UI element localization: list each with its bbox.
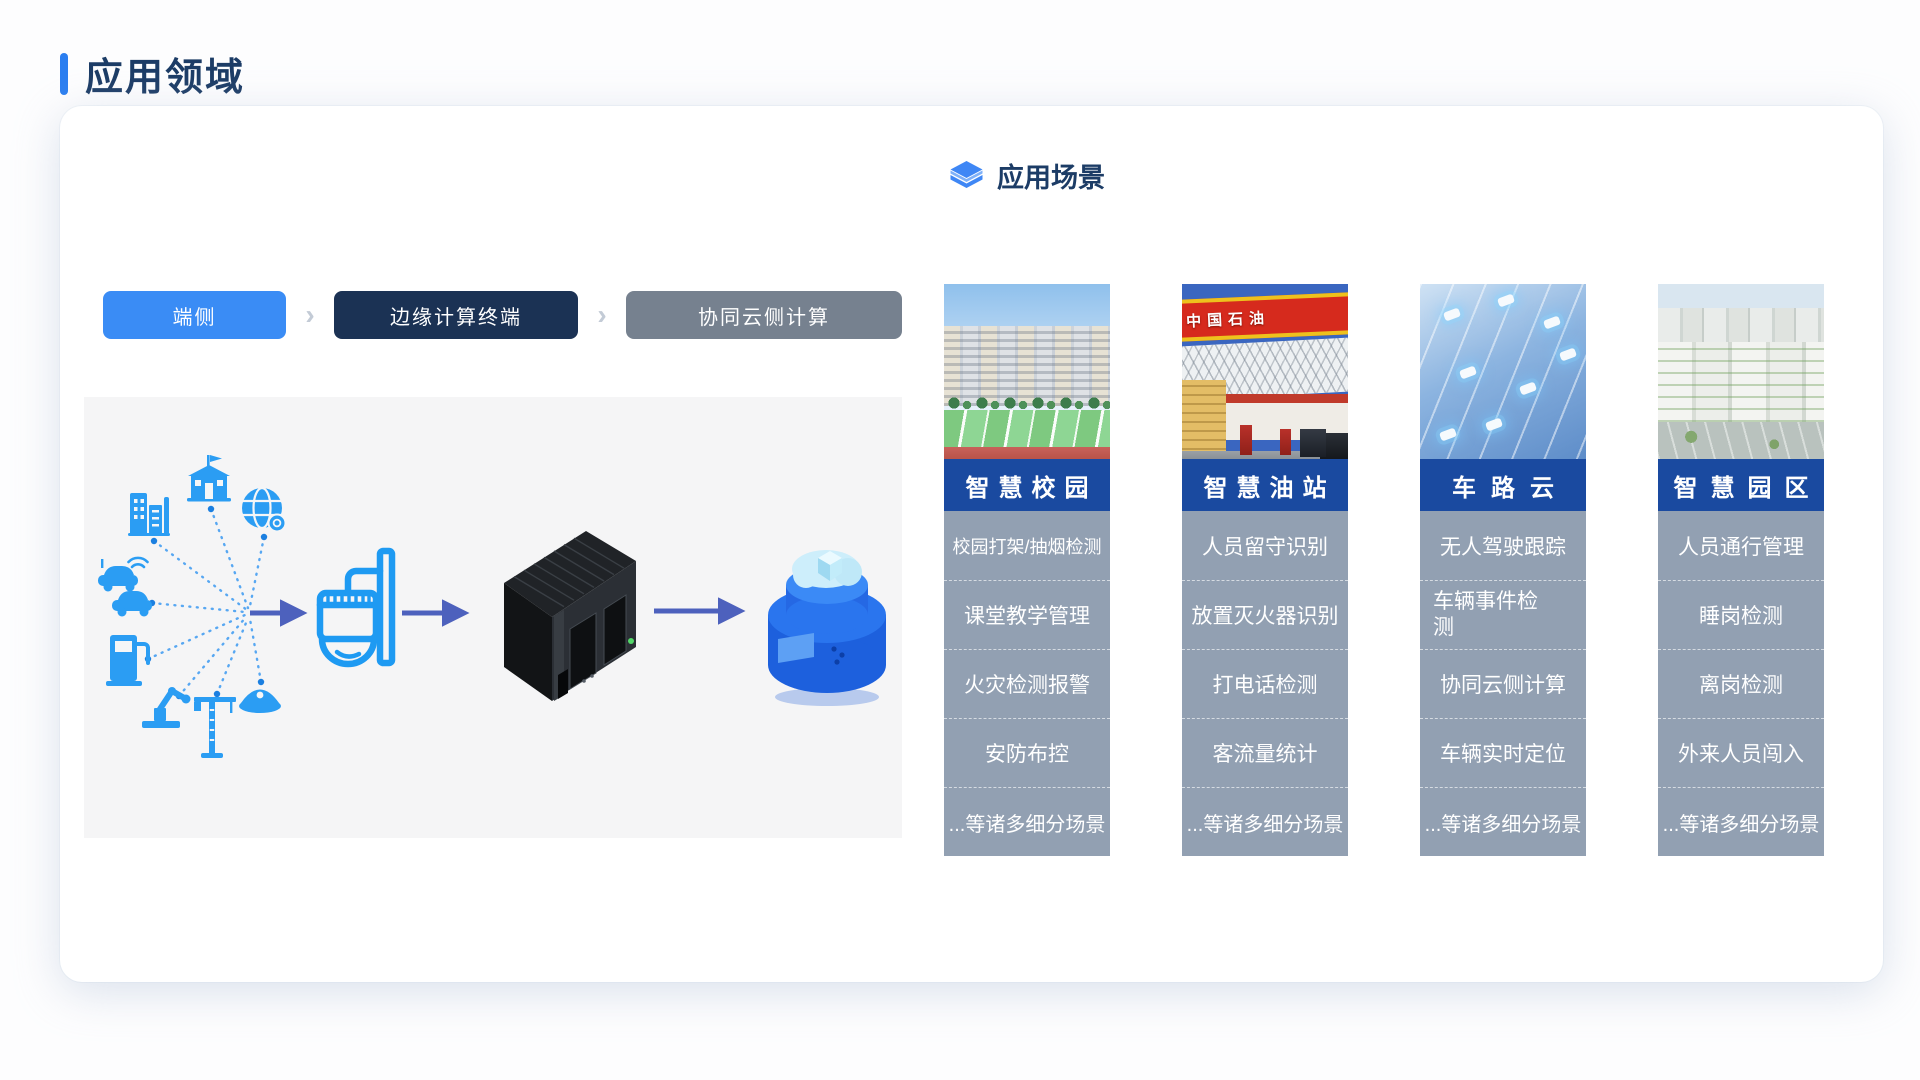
scenario-item: 课堂教学管理 [944,580,1110,649]
chevron-right-icon: › [305,299,315,330]
scenario-item: 车辆事件检测 [1420,580,1586,649]
scenario-item: 睡岗检测 [1658,580,1824,649]
scenario-item: 人员通行管理 [1678,535,1804,559]
gas-pump-icon [106,635,150,686]
scenario-item: 车辆实时定位 [1420,718,1586,787]
car-icon [112,591,152,617]
column-smart-campus: 智慧校园 校园打架/抽烟检测 课堂教学管理 火灾检测报警 安防布控 ...等诸多… [944,284,1110,856]
column-items: 校园打架/抽烟检测 课堂教学管理 火灾检测报警 安防布控 ...等诸多细分场景 [944,511,1110,856]
scenario-item: 外来人员闯入 [1658,718,1824,787]
pipeline-step-endside[interactable]: 端侧 [103,291,286,339]
scenario-item: ...等诸多细分场景 [944,787,1110,856]
column-title: 智慧油站 [1182,459,1348,511]
scenario-item: ...等诸多细分场景 [1182,787,1348,856]
column-items: 人员留守识别 放置灭火器识别 打电话检测 客流量统计 ...等诸多细分场景 [1182,511,1348,856]
column-title: 智慧园区 [1658,459,1824,511]
column-items: 人员通行管理 睡岗检测 离岗检测 外来人员闯入 ...等诸多细分场景 [1658,511,1824,856]
robot-arm-icon [142,687,191,728]
campus-photo [944,284,1110,459]
column-smart-gas-station: 中国石油 智慧油站 人员留守识别 放置灭火器识别 打电话检测 客流量统计 ...… [1182,284,1348,856]
page-title: 应用领域 [85,57,246,99]
scenario-item: 打电话检测 [1182,649,1348,718]
diagram-panel [84,397,902,838]
scenario-item: 无人驾驶跟踪 [1440,535,1566,559]
school-icon [187,455,231,502]
scenario-item: 火灾检测报警 [944,649,1110,718]
section-heading: 应用场景 [948,156,1105,195]
dashed-links [146,507,266,698]
content-card: 应用场景 端侧 › 边缘计算终端 › 协同云侧计算 [60,106,1883,982]
tower-crane-icon [194,697,236,758]
column-smart-park: 智慧园区 人员通行管理 睡岗检测 离岗检测 外来人员闯入 ...等诸多细分场景 [1658,284,1824,856]
ptz-camera-icon [316,547,396,668]
scenario-item: 协同云侧计算 [1420,649,1586,718]
scenario-item: ...等诸多细分场景 [1420,787,1586,856]
page-title-row: 应用领域 [60,46,245,101]
column-items: 无人驾驶跟踪 车辆事件检测 协同云侧计算 车辆实时定位 ...等诸多细分场景 [1420,511,1586,856]
scenario-item: 安防布控 [944,718,1110,787]
layers-icon [950,160,982,188]
scenario-item: ...等诸多细分场景 [1658,787,1824,856]
police-cap-icon [239,689,281,713]
flow-arrows [250,597,746,627]
edge-computing-device [504,531,636,701]
pipeline-step-edge-terminal[interactable]: 边缘计算终端 [334,291,578,339]
scenario-columns: 智慧校园 校园打架/抽烟检测 课堂教学管理 火灾检测报警 安防布控 ...等诸多… [944,284,1824,856]
column-title: 车路云 [1420,459,1586,511]
petrochina-sign: 中国石油 [1185,309,1271,330]
chevron-right-icon: › [597,299,607,330]
gas-station-photo: 中国石油 [1182,284,1348,459]
edge-computing-flow-diagram [98,455,886,758]
highway-photo [1420,284,1586,459]
secure-globe-icon [242,486,287,533]
pipeline: 端侧 › 边缘计算终端 › 协同云侧计算 [103,291,902,339]
pipeline-step-cloud-compute[interactable]: 协同云侧计算 [626,291,902,339]
title-accent-bar [60,52,68,95]
industrial-park-photo [1658,284,1824,459]
connected-car-icon [98,556,149,592]
cloud-database [768,550,886,706]
section-heading-label: 应用场景 [997,163,1105,193]
source-icons [98,455,287,758]
scenario-item: 客流量统计 [1182,718,1348,787]
scenario-item: 离岗检测 [1658,649,1824,718]
column-title: 智慧校园 [944,459,1110,511]
column-vehicle-road-cloud: 车路云 无人驾驶跟踪 车辆事件检测 协同云侧计算 车辆实时定位 ...等诸多细分… [1420,284,1586,856]
factory-icon [128,493,170,536]
scenario-item: 校园打架/抽烟检测 [952,536,1102,557]
scenario-item: 人员留守识别 [1202,535,1328,559]
scenario-item: 放置灭火器识别 [1182,580,1348,649]
